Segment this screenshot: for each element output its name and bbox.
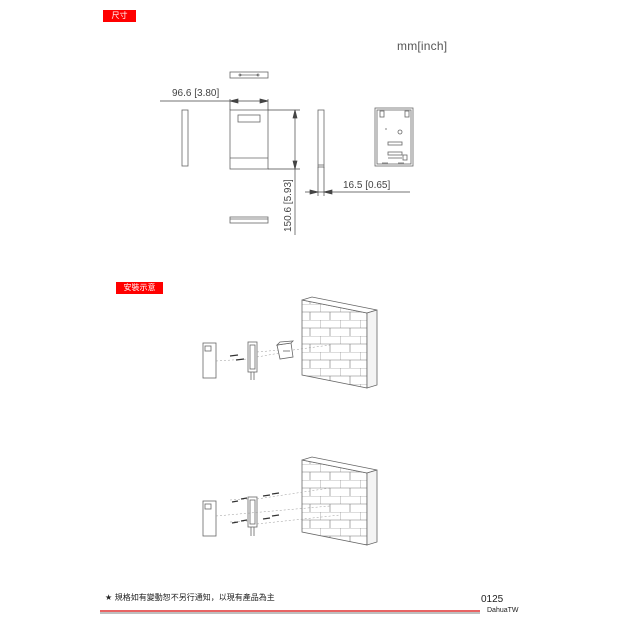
depth-dimension-label: 16.5 [0.65] [343, 180, 391, 191]
section-tag-installation: 安裝示意 [116, 282, 163, 294]
document-code: 0125 [481, 594, 504, 605]
disclaimer-note: ★ 規格如有變動恕不另行通知，以現有產品為主 [105, 593, 275, 602]
dimension-drawings [160, 71, 414, 235]
brand-label: DahuaTW [487, 607, 519, 614]
unit-label: mm[inch] [397, 39, 448, 53]
section-tag-dimensions: 尺寸 [103, 10, 136, 22]
width-dimension-label: 96.6 [3.80] [172, 88, 220, 99]
